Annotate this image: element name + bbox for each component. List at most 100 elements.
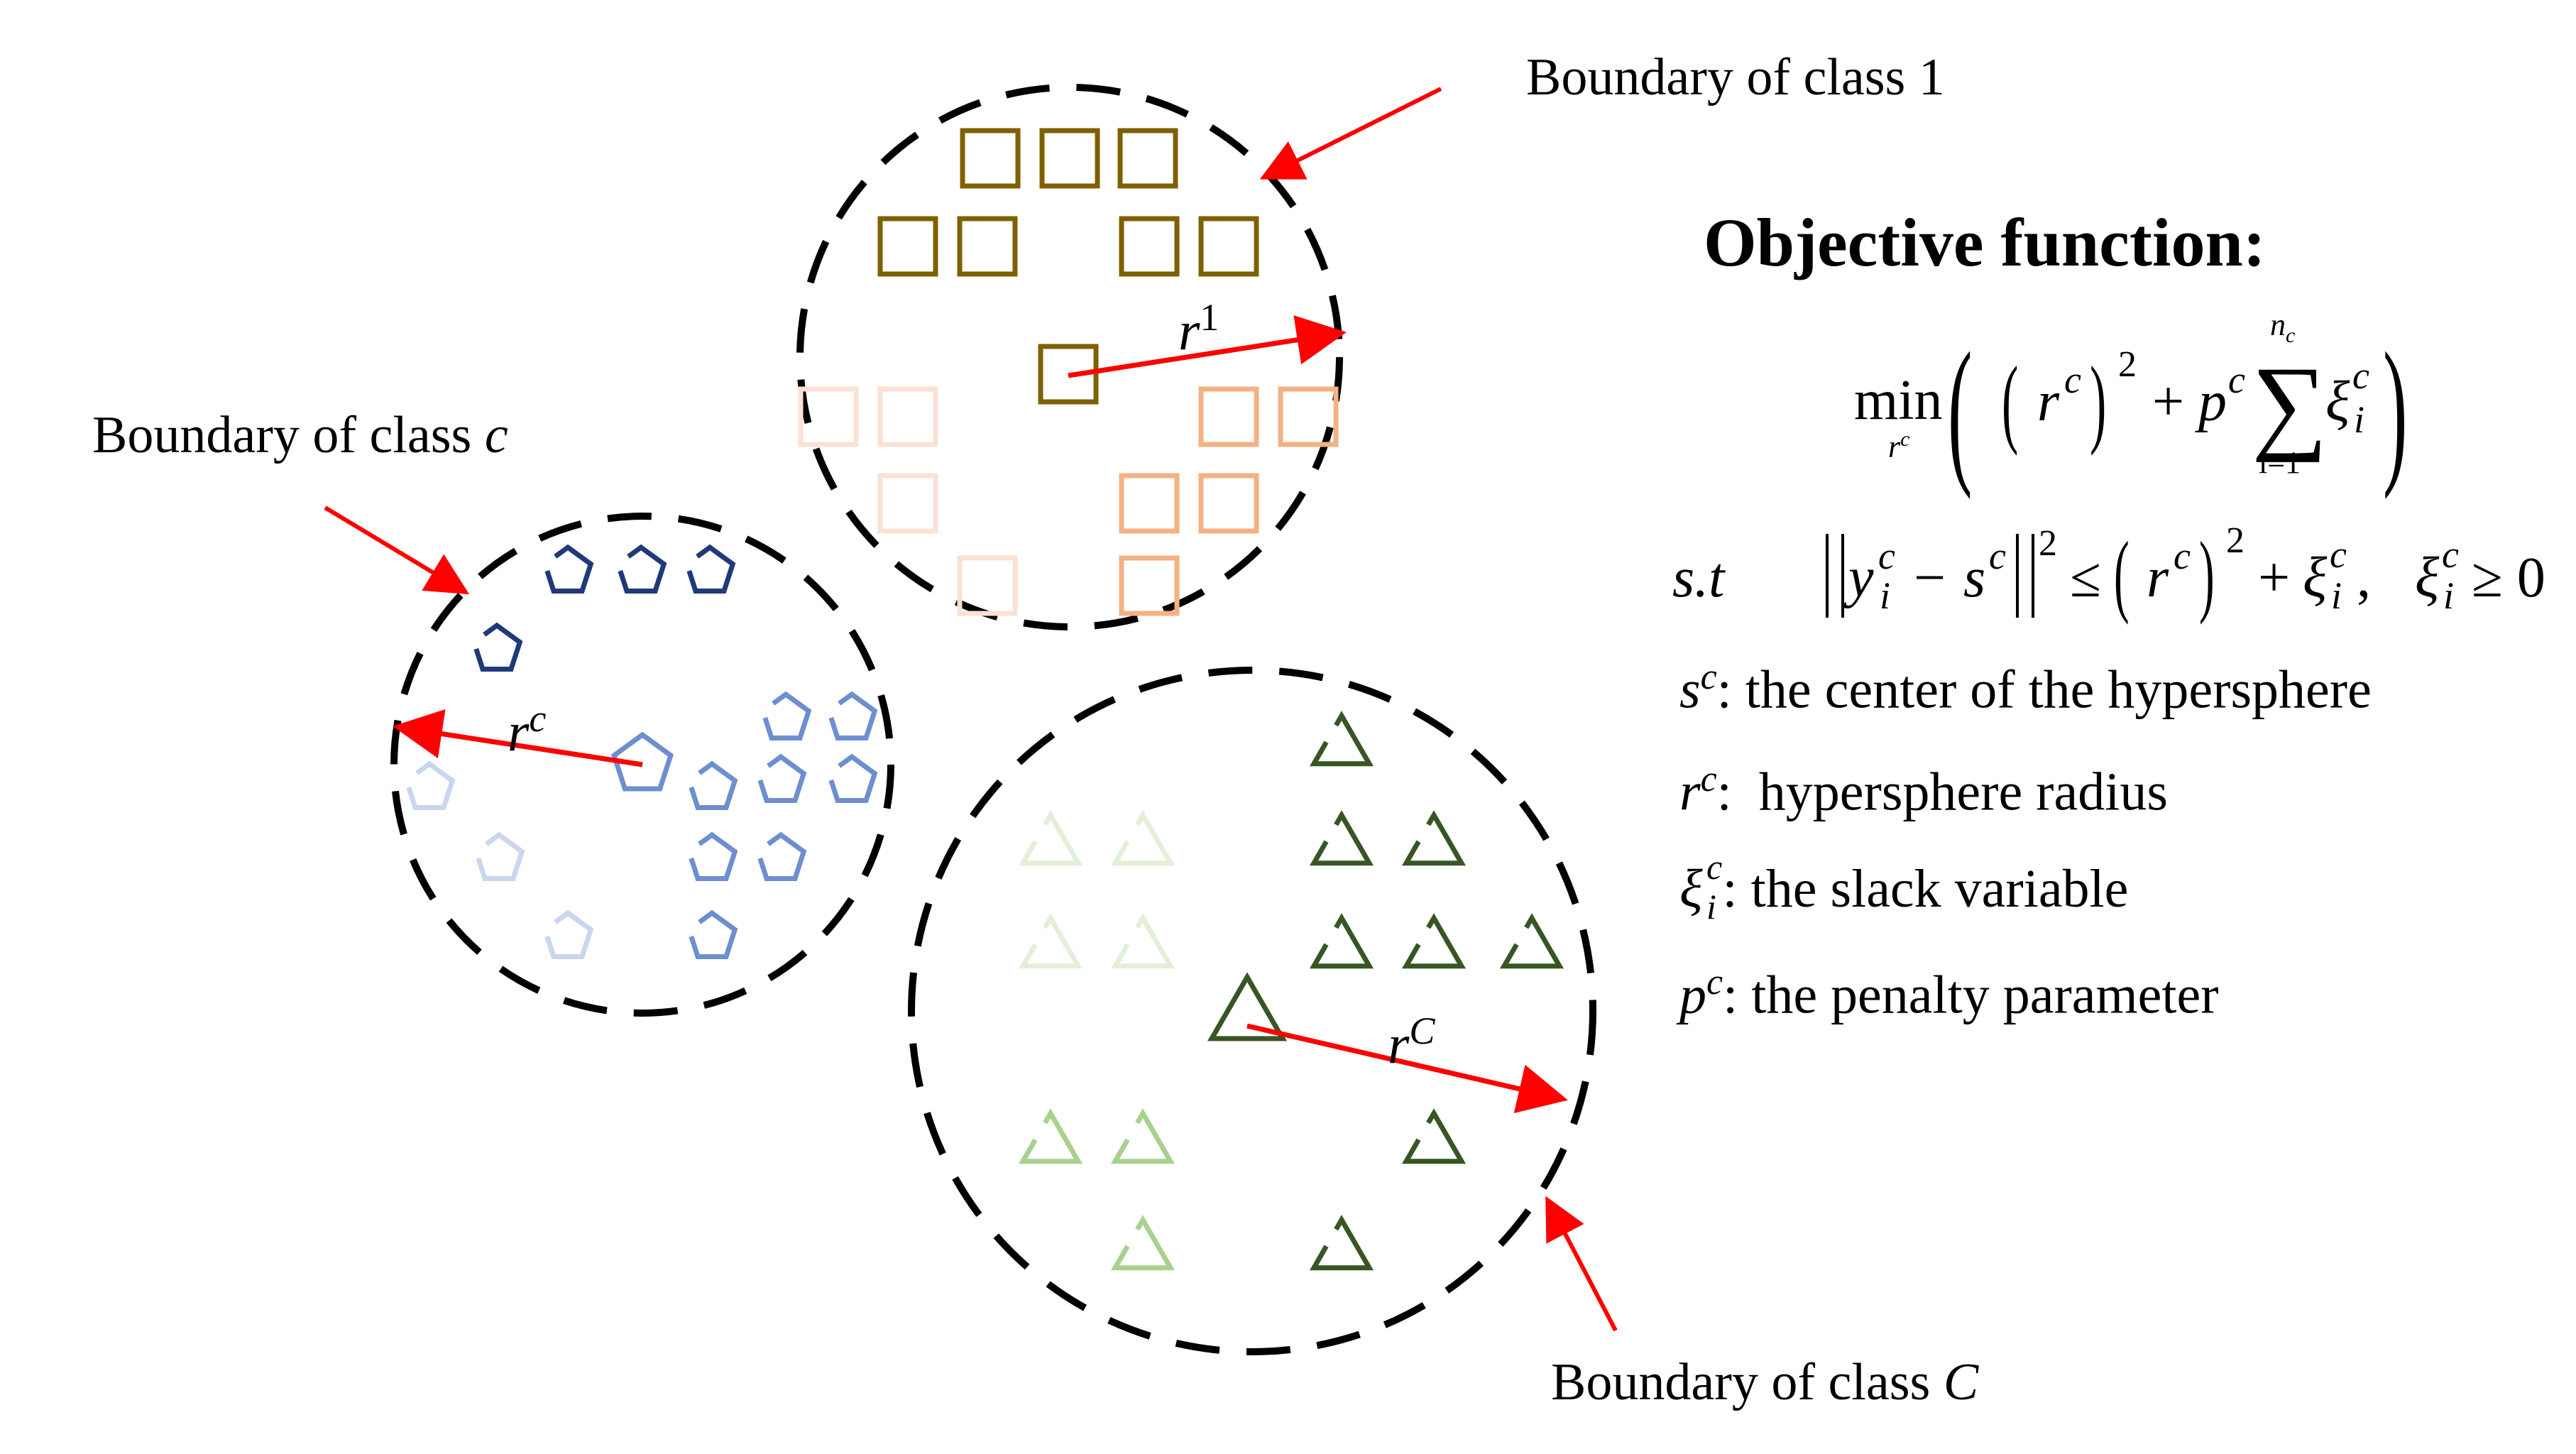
class-C-sample [1309,913,1374,969]
boundary-class-C [908,667,1596,1355]
definition-center-text: : the center of the hypersphere [1716,660,2372,720]
constraint-plus: + [2258,547,2291,609]
definition-center: sc: the center of the hypersphere [1679,657,2372,720]
class-1-sample [1117,128,1178,189]
radius-label-class-1-base: r [1178,300,1200,361]
label-boundary-class-c: Boundary of class c [92,409,508,461]
class-c-center-sample [610,731,674,792]
constraint-xi-2-sub: i [2443,574,2455,617]
class-1-sample [1198,386,1259,447]
formula-inner-paren-left: ( [2002,346,2019,457]
label-boundary-class-C-text: Boundary of class [1551,1353,1944,1411]
class-C-sample [1309,711,1374,767]
class-C-sample [1401,810,1467,866]
class-c-sample [473,622,523,672]
label-boundary-class-C: Boundary of class C [1551,1356,1978,1409]
definition-radius-sup: c [1700,759,1717,799]
class-1-sample [957,555,1018,616]
formula-xi-sup: c [2352,354,2369,397]
radius-label-class-1-sup: 1 [1200,296,1220,339]
class-C-sample [1309,810,1374,866]
constraint-y: y [1848,547,1874,609]
radius-label-class-c-base: r [508,701,530,762]
class-C-sample [1018,913,1083,969]
constraint-xi: ξ [2303,547,2328,609]
class-C-center-sample [1207,972,1288,1042]
radius-label-class-C-sup: C [1409,1010,1435,1052]
class-1-sample [957,216,1018,277]
formula-plus: + [2152,371,2185,433]
constraint-paren-right: ) [2199,523,2215,625]
constraint-norm-square: 2 [2039,523,2057,564]
class-1-sample [1039,128,1100,189]
formula-outer-paren-left: ( [1948,319,1973,500]
class-1-sample [1278,386,1339,447]
formula-sum-upper: nc [2270,307,2296,347]
definition-slack-text: : the slack variable [1722,859,2129,919]
constraint-y-sup: c [1878,535,1895,577]
pointer-arrow-class-1 [1259,87,1442,180]
objective-title: Objective function: [1704,204,2266,280]
constraint-paren-left: ( [2114,523,2130,625]
class-1-center-sample [1038,344,1099,405]
constraint-le: ≤ [2070,547,2101,609]
class-C-sample [1401,913,1467,969]
constraint-s-sup: c [1989,535,2006,577]
formula-r: r [2037,371,2060,433]
constraint-square: 2 [2226,520,2245,561]
class-C-sample [1110,1108,1175,1164]
definition-penalty-sup: c [1706,962,1723,1002]
radius-arrow-class-c [393,709,643,767]
class-1-sample [960,128,1021,189]
constraint-formula: s.t y c i − s c 2 ≤ ( r c ) 2 + ξ c i , … [1672,523,2574,626]
definition-radius-symbol: r [1679,762,1701,822]
class-1-sample [1119,216,1180,277]
constraint-r-sup: c [2174,535,2191,577]
constraint-xi-2: ξ [2415,547,2440,609]
definition-penalty: pc: the penalty parameter [1679,964,2219,1022]
radius-label-class-C-base: r [1388,1013,1410,1075]
class-c-sample [689,760,738,810]
class-c-sample [757,831,807,881]
class-c-sample [544,544,594,594]
class-C-sample [1401,1108,1467,1164]
class-1-sample [877,216,938,277]
class-C-sample [1110,1215,1175,1271]
class-C-samples [1018,711,1564,1271]
constraint-norm-left [1826,534,1844,618]
constraint-y-sub: i [1880,574,1891,617]
definition-slack-sup: c [1706,847,1723,887]
formula-sum-lower: i=1 [2259,445,2301,480]
formula-min-subscript: rc [1888,427,1910,464]
class-1-sample [1198,473,1259,534]
class-C-sample [1018,810,1083,866]
class-c-sample [828,691,878,740]
constraint-st: s.t [1672,547,1725,609]
radius-arrow-class-C [1246,1023,1568,1113]
formula-min: min [1854,369,1943,432]
definition-slack-sub: i [1706,887,1716,926]
radius-label-class-c: rc [508,699,546,760]
class-C-sample [1499,913,1564,969]
class-C-sample [1110,913,1175,969]
class-c-sample [689,909,738,959]
formula-outer-paren-right: ) [2383,319,2408,500]
formula-square: 2 [2118,344,2137,385]
definition-radius: rc: hypersphere radius [1679,761,2168,819]
class-c-samples [406,544,878,959]
formula-p-sup: c [2228,359,2245,401]
label-boundary-class-1-text: Boundary of class 1 [1526,48,1945,106]
constraint-comma: , [2357,547,2371,609]
label-boundary-class-c-var: c [484,406,508,464]
definition-center-sup: c [1700,657,1717,697]
class-1-sample [877,473,938,534]
definition-penalty-symbol: p [1679,965,1706,1025]
class-1-sample [877,386,938,447]
constraint-ge-zero: ≥ 0 [2472,547,2545,609]
pointer-arrow-class-c [324,505,470,595]
formula-xi: ξ [2325,371,2350,433]
constraint-xi-sup: c [2330,533,2347,576]
class-c-sample [757,753,807,803]
